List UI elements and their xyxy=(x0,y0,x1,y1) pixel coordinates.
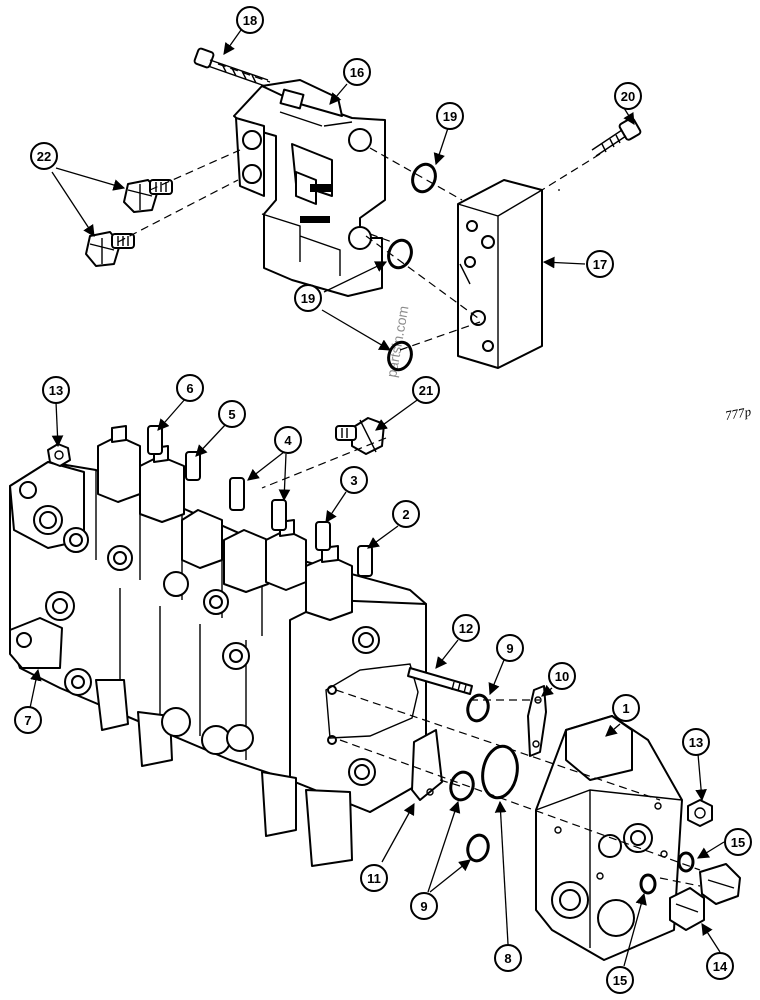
manifold-block-17 xyxy=(457,179,543,369)
svg-text:3: 3 xyxy=(350,473,357,488)
callout-17: 17 xyxy=(586,250,614,278)
svg-text:21: 21 xyxy=(419,383,433,398)
callout-10: 10 xyxy=(548,662,576,690)
link-plate-10 xyxy=(527,685,547,757)
port-fittings xyxy=(45,527,254,755)
callout-11: 11 xyxy=(360,864,388,892)
callout-9-bottom: 9 xyxy=(410,892,438,920)
bolt-18 xyxy=(193,47,269,87)
gasket-11 xyxy=(411,729,443,801)
callout-7: 7 xyxy=(14,706,42,734)
plug-14 xyxy=(669,863,741,931)
elbow-fitting-22-upper xyxy=(123,179,173,213)
svg-text:18: 18 xyxy=(243,13,257,28)
assembly-line xyxy=(117,63,601,489)
svg-text:19: 19 xyxy=(301,291,315,306)
svg-text:19: 19 xyxy=(443,109,457,124)
spool-ends xyxy=(147,425,373,577)
o-ring-9-middle xyxy=(449,770,475,802)
svg-text:10: 10 xyxy=(555,669,569,684)
callout-4: 4 xyxy=(274,426,302,454)
svg-text:8: 8 xyxy=(504,951,511,966)
svg-text:2: 2 xyxy=(402,507,409,522)
callout-20: 20 xyxy=(614,82,642,110)
svg-text:9: 9 xyxy=(420,899,427,914)
svg-text:13: 13 xyxy=(689,735,703,750)
svg-text:6: 6 xyxy=(186,381,193,396)
seal-ring-8 xyxy=(481,744,519,800)
svg-text:17: 17 xyxy=(593,257,607,272)
callout-15-bottom: 15 xyxy=(606,966,634,994)
callout-9-top: 9 xyxy=(496,634,524,662)
nut-13-lower xyxy=(687,799,713,827)
callout-6: 6 xyxy=(176,374,204,402)
callout-21: 21 xyxy=(412,376,440,404)
svg-text:1: 1 xyxy=(622,701,629,716)
o-ring-15-lower xyxy=(639,873,657,895)
o-ring-15-upper xyxy=(677,851,695,873)
nut-13-upper xyxy=(47,443,71,467)
svg-text:11: 11 xyxy=(367,871,381,886)
o-ring-19-upper xyxy=(411,162,437,194)
callout-3: 3 xyxy=(340,466,368,494)
svg-text:7: 7 xyxy=(24,713,31,728)
callout-13-bottom: 13 xyxy=(682,728,710,756)
assembly-line xyxy=(335,689,701,887)
svg-text:16: 16 xyxy=(350,65,364,80)
svg-text:15: 15 xyxy=(731,835,745,850)
callout-19-top: 19 xyxy=(436,102,464,130)
watermark-text: partsin.com xyxy=(383,304,411,378)
callout-16: 16 xyxy=(343,58,371,86)
elbow-fitting-21 xyxy=(335,417,385,455)
svg-text:5: 5 xyxy=(228,407,235,422)
svg-text:22: 22 xyxy=(37,149,51,164)
o-ring-19-middle xyxy=(387,238,413,270)
elbow-fitting-22-lower xyxy=(85,231,135,267)
svg-text:12: 12 xyxy=(459,621,473,636)
callout-13-top: 13 xyxy=(42,376,70,404)
callouts: 18 16 19 20 22 17 19 21 13 6 5 4 3 2 7 1… xyxy=(14,6,752,994)
callout-15-right: 15 xyxy=(724,828,752,856)
stud-12 xyxy=(407,667,473,695)
svg-text:13: 13 xyxy=(49,383,63,398)
callout-5: 5 xyxy=(218,400,246,428)
svg-text:20: 20 xyxy=(621,89,635,104)
callout-18: 18 xyxy=(236,6,264,34)
callout-22: 22 xyxy=(30,142,58,170)
bracket-16 xyxy=(233,79,386,297)
relief-valve-caps xyxy=(97,425,353,621)
svg-text:4: 4 xyxy=(284,433,292,448)
callout-14: 14 xyxy=(706,952,734,980)
callout-19-bottom: 19 xyxy=(294,284,322,312)
svg-text:15: 15 xyxy=(613,973,627,988)
svg-text:9: 9 xyxy=(506,641,513,656)
callout-8: 8 xyxy=(494,944,522,972)
svg-text:14: 14 xyxy=(713,959,728,974)
drawing-code: 777p xyxy=(724,404,753,423)
callout-1: 1 xyxy=(612,694,640,722)
o-ring-9-upper xyxy=(466,693,490,723)
outlet-cover-1 xyxy=(535,715,683,961)
callout-12: 12 xyxy=(452,614,480,642)
callout-2: 2 xyxy=(392,500,420,528)
o-ring-21-seal xyxy=(387,340,413,372)
o-ring-9-lower xyxy=(466,833,490,863)
